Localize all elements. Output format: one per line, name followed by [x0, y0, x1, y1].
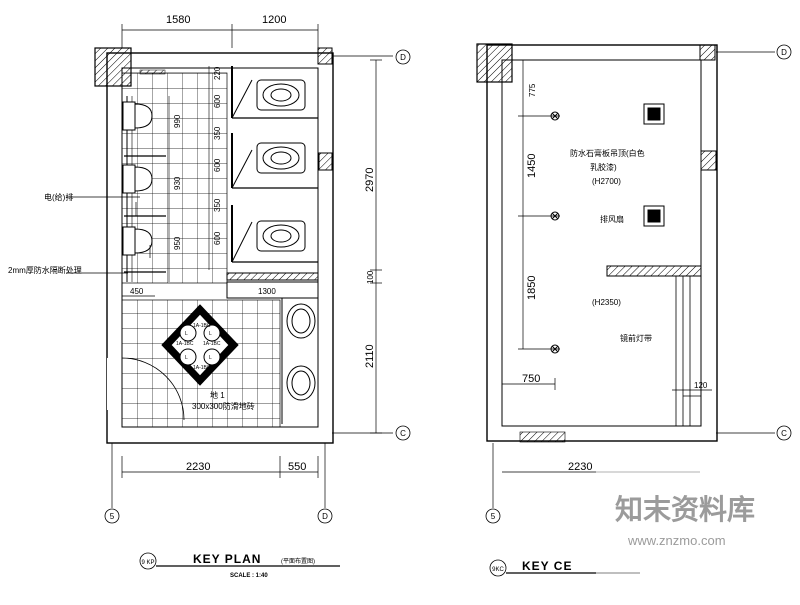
grid-label-c-right: C [781, 429, 787, 438]
grid-label-5: 5 [110, 512, 115, 521]
partition-wall-hatch [226, 272, 319, 281]
left-notes: 电(给)排 2mm厚防水隔断处理 地 1 300x300防滑地砖 [8, 192, 255, 411]
right-inner-wall [501, 59, 702, 427]
note-ceiling-2: 乳胶漆) [590, 162, 617, 172]
squat-toilet [256, 220, 306, 252]
right-grid-bubble-labels: D C 5 [491, 48, 787, 521]
right-grid-bubbles [485, 44, 792, 524]
scale-label: SCALE : 1:40 [230, 573, 268, 579]
sinks [281, 298, 316, 424]
key-plan-title: KEY PLAN [193, 552, 261, 566]
left-title-block: 9 KP KEY PLAN (平面布置图) SCALE : 1:40 [139, 552, 340, 579]
wash-basin [286, 365, 316, 401]
left-grid-bubble-labels: D C 5 D [110, 53, 406, 521]
note-floor-tile-spec: 300x300防滑地砖 [192, 401, 255, 411]
right-title-badge: 9KC [492, 567, 504, 573]
mirror-ledge [606, 265, 702, 277]
tile-mark: L [185, 355, 188, 361]
grid-label-d: D [322, 512, 328, 521]
note-floor-tile: 地 1 [210, 390, 225, 400]
dim-600: 600 [213, 94, 222, 108]
tile-mark: L [209, 331, 212, 337]
tile-code: 1A-1BC [176, 341, 194, 347]
note-mirror-height: (H2350) [592, 298, 621, 307]
dim-2230: 2230 [186, 461, 210, 473]
dim-775: 775 [528, 83, 537, 97]
urinal [122, 226, 153, 256]
note-exhaust-fan: 排风扇 [600, 214, 624, 224]
tile-mark: L [185, 331, 188, 337]
dim-1850: 1850 [526, 276, 538, 300]
right-bottom-vent [519, 431, 566, 443]
dim-120: 120 [694, 381, 708, 390]
dim-930: 930 [173, 176, 182, 190]
right-column-mid [700, 150, 717, 171]
left-dimension-lines [66, 24, 393, 508]
right-outer-wall [486, 44, 718, 442]
grid-label-c: C [400, 429, 406, 438]
dim-950: 950 [173, 236, 182, 250]
watermark-logo-text: 知末资料库 [615, 493, 755, 525]
note-mirror-light: 镜前灯带 [620, 333, 652, 343]
dim-990: 990 [173, 114, 182, 128]
dim-1300: 1300 [258, 287, 276, 296]
squat-toilet [256, 79, 306, 111]
dim-550: 550 [288, 461, 306, 473]
dim-350: 350 [213, 198, 222, 212]
floor-medallion [161, 304, 239, 386]
grid-label-d: D [400, 53, 406, 62]
left-grid-bubbles [104, 49, 411, 524]
note-ceiling-1: 防水石膏板吊顶(白色 [570, 148, 645, 158]
note-washbasin: 电(给)排 [44, 192, 73, 202]
dim-350: 350 [213, 126, 222, 140]
squat-toilets [256, 79, 306, 252]
left-dimension-labels: 1580 1200 990 930 950 220 600 350 600 35… [130, 14, 376, 473]
note-ceiling-3: (H2700) [592, 177, 621, 186]
dim-1200: 1200 [262, 14, 286, 26]
key-ceiling-title: KEY CE [522, 559, 572, 573]
right-plan [476, 43, 718, 443]
urinal [122, 101, 153, 131]
grid-label-d-right: D [781, 48, 787, 57]
dim-450: 450 [130, 287, 144, 296]
tile-code: 1A-1BC [193, 323, 211, 329]
exhaust-fan-icon [643, 205, 665, 227]
column-right-mid [318, 152, 333, 171]
urinal [122, 164, 153, 194]
dim-100: 100 [366, 270, 375, 284]
medallion-labels: L L L L 1A-1BC 1A-1BC 1A-1BC 1A-1BC [176, 323, 221, 371]
squat-toilet [256, 142, 306, 174]
dim-750: 750 [522, 373, 540, 385]
dim-1580: 1580 [166, 14, 190, 26]
dim-2110: 2110 [364, 344, 376, 368]
dim-220: 220 [213, 66, 222, 80]
right-column-top-right [699, 44, 716, 61]
right-notes: 防水石膏板吊顶(白色 乳胶漆) (H2700) 排风扇 (H2350) 镜前灯带 [570, 148, 652, 343]
wash-basin [286, 303, 316, 339]
urinals [122, 101, 153, 256]
tile-code: 1A-1BC [203, 341, 221, 347]
right-column-top-left [476, 43, 513, 83]
right-title-block: 9KC KEY CE [489, 559, 640, 577]
dim-2230-right: 2230 [568, 461, 592, 473]
watermark: 知末资料库 www.znzmo.com [596, 448, 800, 600]
note-partition: 2mm厚防水隔断处理 [8, 265, 82, 275]
right-dimension-labels: 775 1450 1850 750 2230 120 [522, 83, 708, 473]
grid-label-5-right: 5 [491, 512, 496, 521]
dim-1450: 1450 [526, 154, 538, 178]
dim-600: 600 [213, 231, 222, 245]
tile-code: 1A-1BC [193, 365, 211, 371]
dim-600: 600 [213, 158, 222, 172]
key-plan-subtitle: (平面布置图) [281, 557, 315, 565]
dim-2970: 2970 [364, 168, 376, 192]
tile-mark: L [209, 355, 212, 361]
left-door-gap [107, 358, 123, 410]
column-top-right [317, 47, 333, 65]
title-badge: 9 KP [141, 560, 154, 566]
ceiling-fixtures [550, 103, 665, 354]
exhaust-fan-icon [643, 103, 665, 125]
watermark-url: www.znzmo.com [627, 533, 726, 548]
